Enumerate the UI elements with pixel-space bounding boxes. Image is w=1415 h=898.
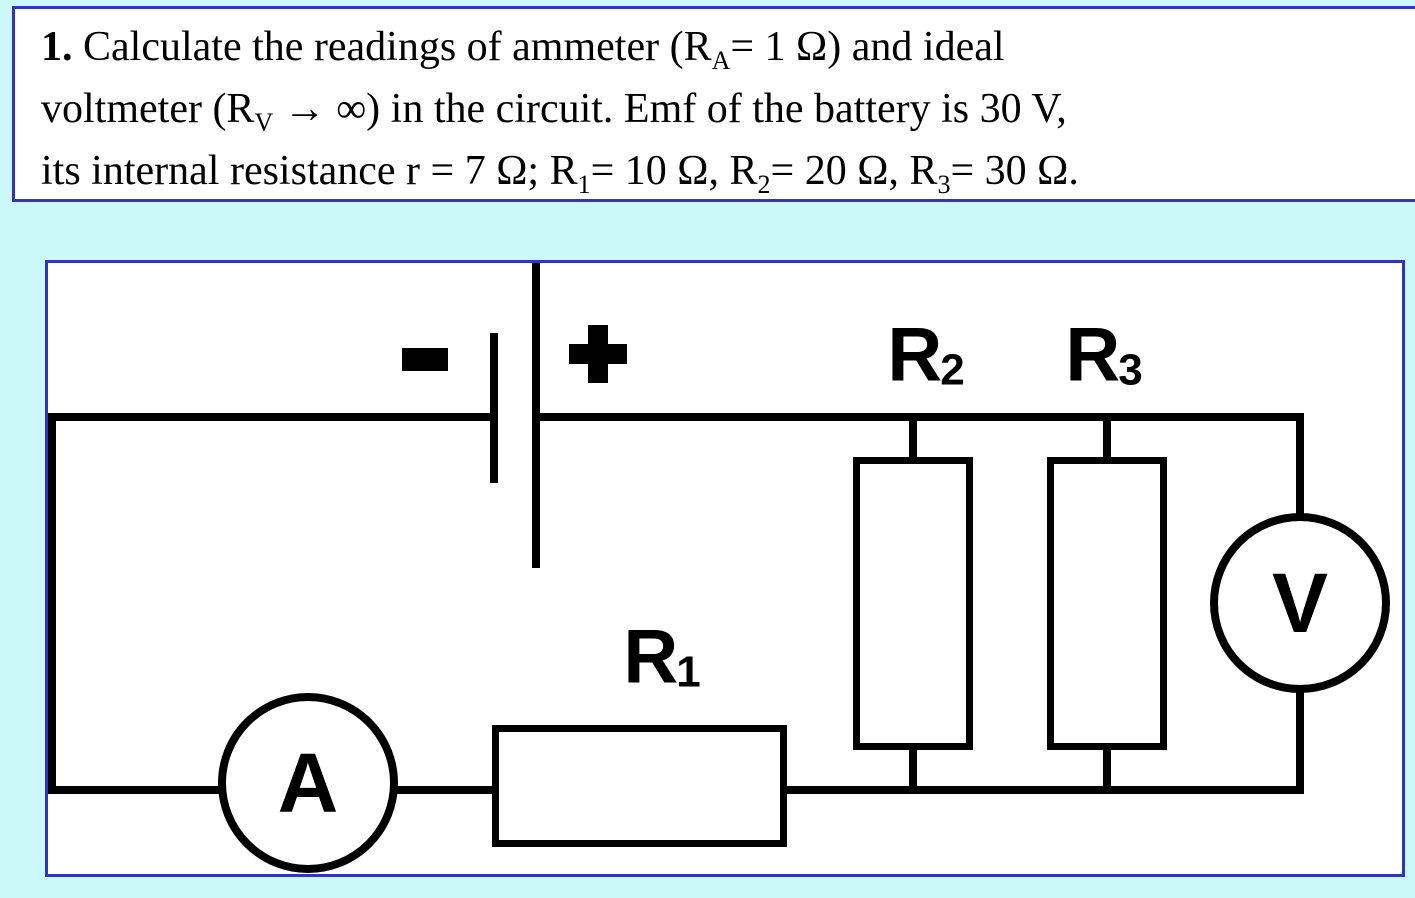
ammeter: A <box>218 693 398 873</box>
subscript: 3 <box>937 170 951 199</box>
wire-r2-top-stub <box>909 413 917 465</box>
problem-line3-text: its internal resistance r = 7 Ω; R <box>41 148 578 194</box>
wire-bottom-right <box>785 786 1304 794</box>
subscript: A <box>711 46 731 75</box>
battery-minus-icon <box>402 348 448 371</box>
wire-bottom-left <box>48 786 222 794</box>
ammeter-label: A <box>277 735 339 830</box>
wire-voltmeter-bottom <box>1296 689 1304 794</box>
resistor-r3-box <box>1047 457 1167 750</box>
problem-line3-text: = 10 Ω, R <box>590 148 758 194</box>
problem-statement-box: 1. Calculate the readings of ammeter (RA… <box>12 6 1415 202</box>
problem-line2-text: voltmeter (R <box>41 86 255 132</box>
circuit-diagram: R1 R2 R3 A V <box>45 260 1405 877</box>
resistor-r2-label: R2 <box>887 312 964 399</box>
subscript: 1 <box>577 170 591 199</box>
resistor-r2-box <box>853 457 973 750</box>
wire-bottom-middle <box>394 786 494 794</box>
resistor-r1-box <box>492 725 787 847</box>
problem-line2-text-end: → ∞) in the circuit. Emf of the battery … <box>273 86 1067 132</box>
voltmeter-label: V <box>1271 555 1329 650</box>
resistor-r3-label: R3 <box>1065 312 1142 399</box>
subscript: 2 <box>940 345 965 395</box>
battery-plus-icon <box>569 325 627 383</box>
subscript: 2 <box>757 170 771 199</box>
voltmeter: V <box>1210 513 1390 693</box>
problem-line-1: 1. Calculate the readings of ammeter (RA… <box>41 16 1415 78</box>
wire-top-right <box>540 413 1304 421</box>
r3-label-base: R <box>1065 312 1120 398</box>
problem-line3-text-end: = 30 Ω. <box>950 148 1079 194</box>
r1-label-base: R <box>623 614 678 700</box>
wire-left <box>48 413 56 794</box>
wire-r3-bottom-stub <box>1103 746 1111 794</box>
subscript: 1 <box>676 647 701 697</box>
wire-voltmeter-top <box>1296 413 1304 517</box>
battery-negative-plate <box>490 333 498 483</box>
wire-top-left <box>48 413 494 421</box>
problem-line1-text-end: = 1 Ω) and ideal <box>730 24 1005 70</box>
r2-label-base: R <box>887 312 942 398</box>
wire-r2-bottom-stub <box>909 746 917 794</box>
problem-number: 1. <box>41 24 73 70</box>
resistor-r1-label: R1 <box>623 614 700 701</box>
subscript: V <box>254 108 274 137</box>
problem-line-3: its internal resistance r = 7 Ω; R1= 10 … <box>41 140 1415 202</box>
problem-line3-text: = 20 Ω, R <box>770 148 938 194</box>
subscript: 3 <box>1118 345 1143 395</box>
wire-r3-top-stub <box>1103 413 1111 465</box>
problem-line1-text: Calculate the readings of ammeter (R <box>72 24 712 70</box>
battery-positive-plate <box>532 263 540 568</box>
problem-line-2: voltmeter (RV → ∞) in the circuit. Emf o… <box>41 78 1415 140</box>
